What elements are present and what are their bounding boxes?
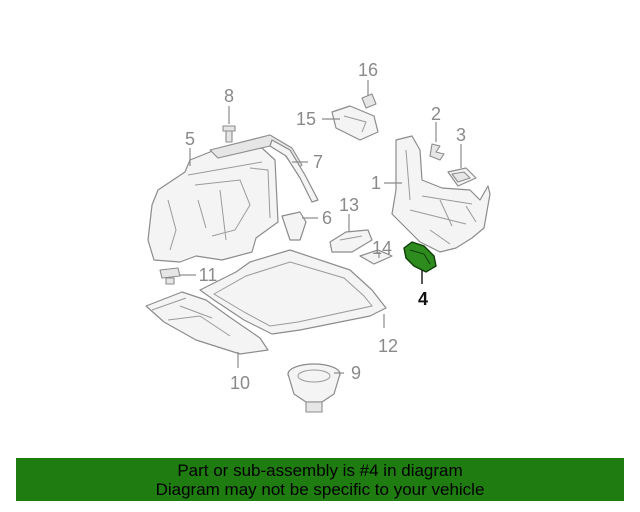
- part-15-lamp-housing: [331, 105, 379, 141]
- callout-15: 15: [296, 109, 316, 129]
- callout-5: 5: [185, 129, 195, 149]
- callout-3: 3: [456, 125, 466, 145]
- part-16-bulb: [361, 93, 377, 109]
- part-2-clip: [429, 143, 445, 161]
- callout-12: 12: [378, 336, 398, 356]
- callout-2: 2: [431, 104, 441, 124]
- banner-line-part-number: Part or sub-assembly is #4 in diagram: [177, 460, 463, 480]
- part-10-sill-plate: [145, 291, 269, 355]
- part-11-fastener: [159, 267, 181, 285]
- callout-10: 10: [230, 373, 250, 393]
- callout-7: 7: [313, 152, 323, 172]
- parts-diagram: 16 15 8 5 7 6 2 3 1 13 14 4 11 12 10 9: [145, 60, 491, 413]
- part-14-cover: [359, 249, 393, 265]
- part-3-cover: [447, 167, 477, 187]
- vehicle-fit-notice-banner: Part or sub-assembly is #4 in diagram Di…: [16, 458, 624, 501]
- part-4-cover-highlighted: [403, 241, 437, 273]
- callout-6: 6: [322, 208, 332, 228]
- callout-9: 9: [351, 363, 361, 383]
- part-5-side-trim: [147, 134, 303, 263]
- banner-line-disclaimer: Diagram may not be specific to your vehi…: [155, 479, 485, 499]
- callout-8: 8: [224, 86, 234, 106]
- callout-4: 4: [418, 289, 428, 309]
- part-1-trunk-trim: [391, 135, 491, 253]
- part-6-bracket: [281, 211, 307, 241]
- part-8-clip: [222, 125, 236, 143]
- callout-11: 11: [199, 265, 218, 285]
- callout-14: 14: [372, 238, 392, 258]
- part-13-bracket: [329, 229, 373, 253]
- callout-1: 1: [371, 173, 381, 193]
- callout-16: 16: [358, 60, 378, 80]
- part-7-trim-strip: [269, 139, 319, 203]
- part-12-floor-mat: [199, 249, 387, 335]
- callout-13: 13: [339, 195, 359, 215]
- part-9-container: [287, 363, 341, 413]
